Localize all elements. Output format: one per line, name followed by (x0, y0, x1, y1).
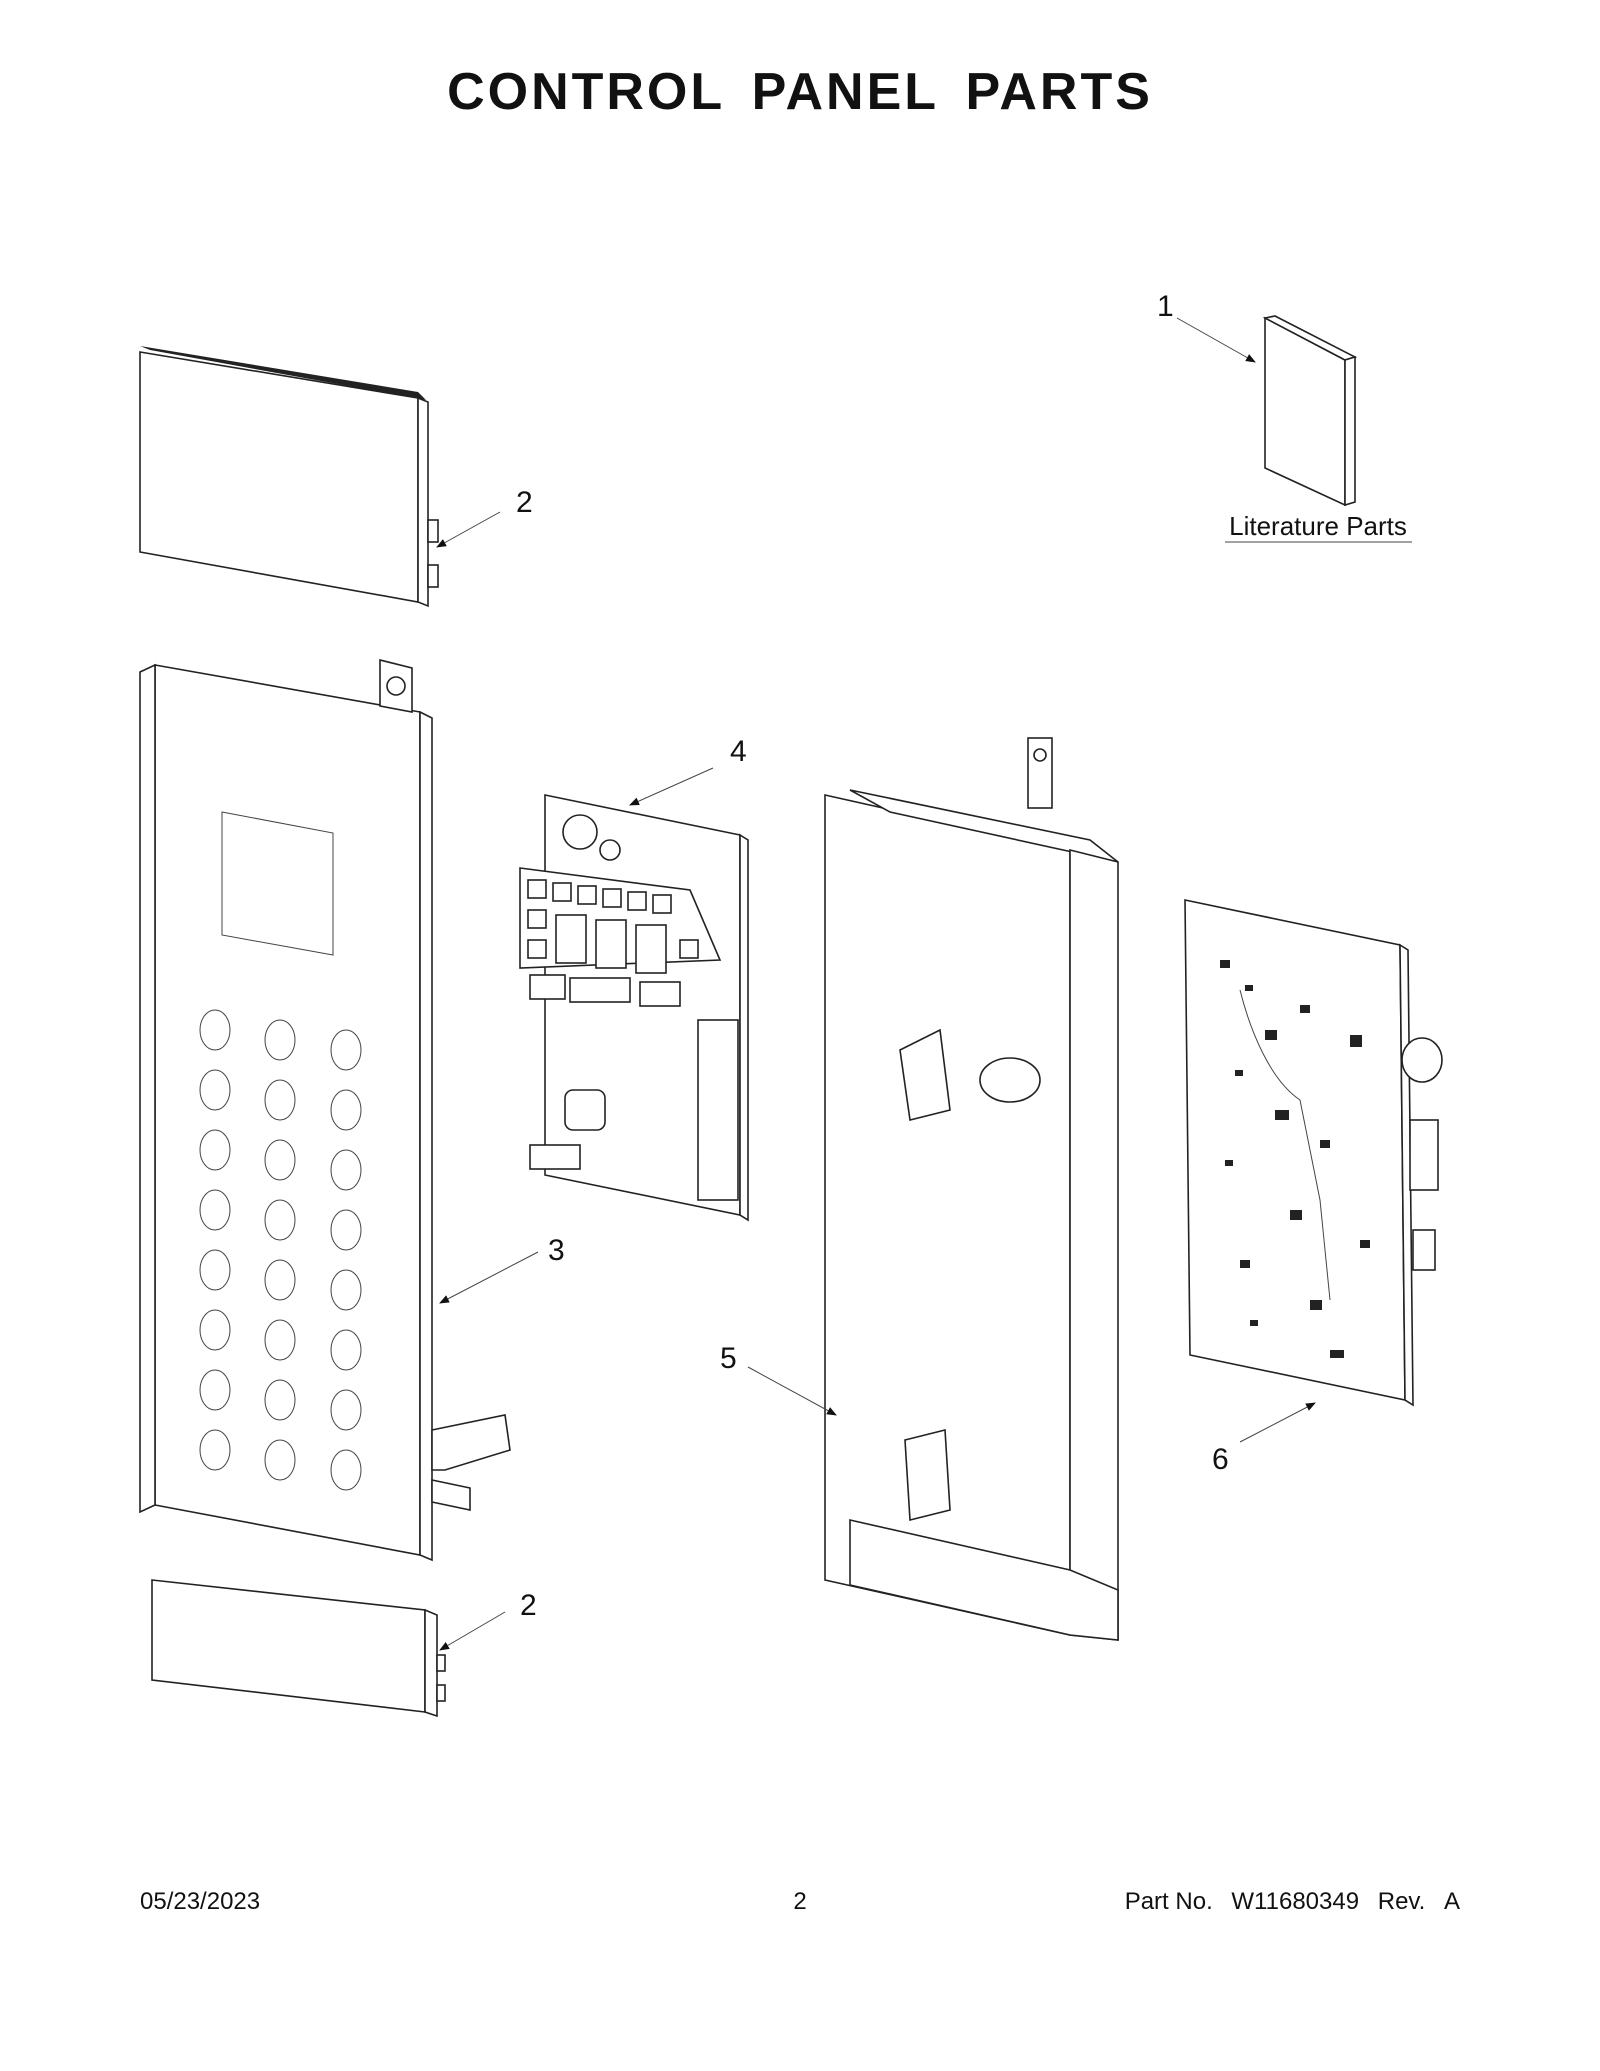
part-prefix: Part No. (1124, 1888, 1213, 1915)
control-board (1184, 899, 1443, 1407)
callout-1-arrow (1176, 317, 1256, 363)
callout-4-arrow (629, 767, 714, 806)
end-cap-bottom (151, 1579, 446, 1718)
callout-2-top: 2 (516, 486, 533, 519)
footer-date: 05/23/2023 (140, 1888, 261, 1915)
callout-5-arrow (747, 1366, 837, 1416)
control-panel-console (139, 658, 511, 1562)
footer-part-number: Part No. W11680349 Rev. A (1125, 1888, 1460, 1916)
part-number: W11680349 (1231, 1888, 1360, 1915)
end-cap-top (139, 346, 439, 608)
callout-3-arrow (439, 1251, 539, 1304)
footer-page-number: 2 (793, 1888, 807, 1915)
callout-4: 4 (730, 735, 747, 768)
callout-2-bottom: 2 (520, 1589, 537, 1622)
callout-6-arrow (1239, 1402, 1316, 1443)
callout-3: 3 (548, 1234, 565, 1267)
literature-parts-label: Literature Parts (1229, 511, 1407, 541)
callout-2b-arrow (439, 1611, 506, 1651)
control-panel-bracket (824, 737, 1119, 1641)
board-components (1220, 960, 1370, 1358)
page-title: CONTROL PANEL PARTS (447, 63, 1153, 121)
display-segments (527, 879, 699, 1007)
rev-prefix: Rev. (1377, 1888, 1426, 1915)
user-interface-board (519, 794, 749, 1222)
literature-parts-booklet (1262, 315, 1358, 507)
keypad-buttons (199, 1009, 362, 1491)
callout-1: 1 (1157, 290, 1174, 323)
callout-2a-arrow (436, 511, 501, 548)
rev-value: A (1443, 1888, 1460, 1915)
callout-6: 6 (1212, 1443, 1229, 1476)
callout-5: 5 (720, 1342, 737, 1375)
